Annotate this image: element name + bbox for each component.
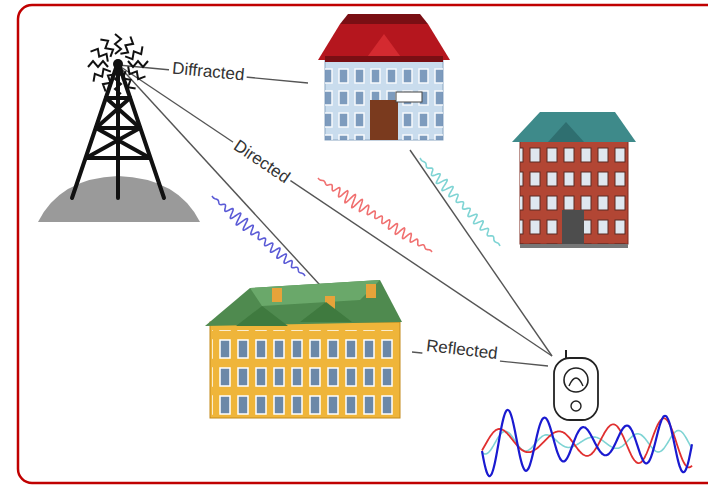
path-label: Directed xyxy=(228,135,296,190)
path-label: Diffracted xyxy=(168,59,248,86)
path-label: Reflected xyxy=(422,336,502,364)
signal-waves xyxy=(212,158,692,476)
building-red-roof xyxy=(318,14,450,140)
frame xyxy=(18,5,708,483)
receiver xyxy=(554,350,598,420)
building-yellow xyxy=(205,280,402,418)
building-brick xyxy=(512,112,636,248)
